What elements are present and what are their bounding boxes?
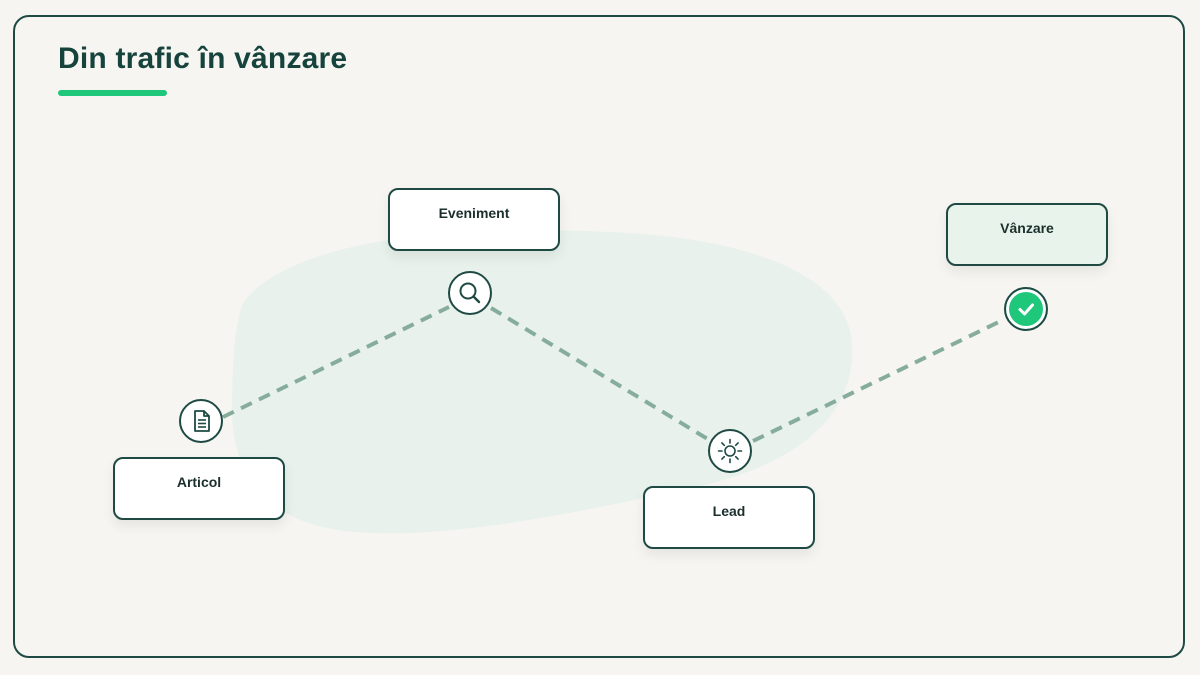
step-card-vanzare: Vânzare (946, 203, 1108, 266)
search-icon (448, 271, 492, 315)
step-card-lead: Lead (643, 486, 815, 549)
step-label: Eveniment (438, 205, 510, 221)
document-icon (179, 399, 223, 443)
connector-articol-eveniment (222, 305, 450, 419)
title-underline (58, 90, 167, 96)
connector-lead-vanzare (752, 317, 1006, 443)
step-card-eveniment: Eveniment (388, 188, 560, 251)
connector-eveniment-lead (489, 306, 713, 443)
sun-icon (708, 429, 752, 473)
step-label: Vânzare (1000, 220, 1054, 236)
background-blob (231, 230, 853, 534)
check-circle-icon (1004, 287, 1048, 331)
step-card-articol: Articol (113, 457, 285, 520)
step-label: Articol (176, 474, 222, 490)
page-title: Din trafic în vânzare (58, 42, 348, 75)
step-label: Lead (712, 503, 746, 519)
